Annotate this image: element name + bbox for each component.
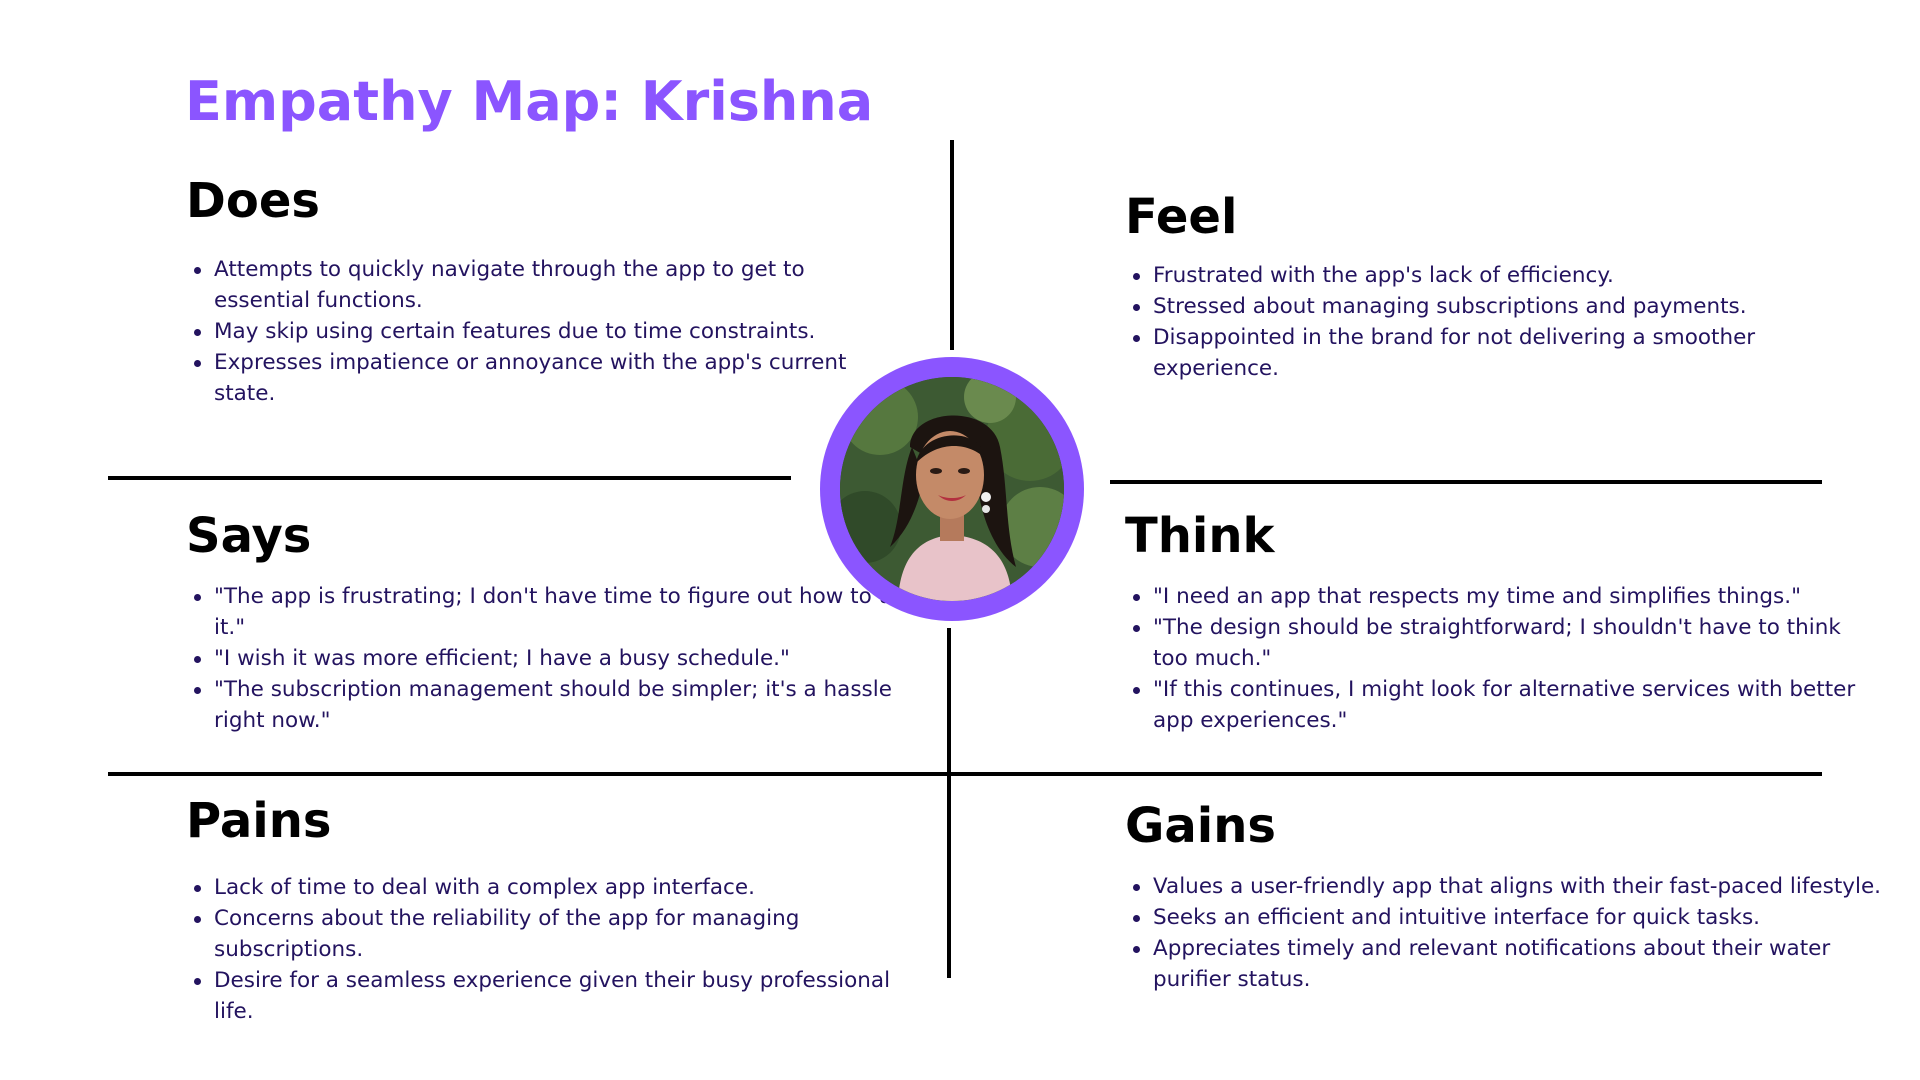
think-list: "I need an app that respects my time and…: [1125, 581, 1865, 736]
pains-item: Desire for a seamless experience given t…: [214, 965, 926, 1027]
gains-item: Appreciates timely and relevant notifica…: [1153, 933, 1885, 995]
feel-list: Frustrated with the app's lack of effici…: [1125, 260, 1865, 384]
does-heading: Does: [186, 170, 886, 232]
think-item: "I need an app that respects my time and…: [1153, 581, 1865, 612]
gains-item: Values a user-friendly app that aligns w…: [1153, 871, 1885, 902]
vertical-divider-bottom: [947, 628, 951, 978]
horizontal-divider-left: [108, 476, 791, 480]
feel-item: Stressed about managing subscriptions an…: [1153, 291, 1865, 322]
horizontal-divider-bottom: [108, 772, 1822, 776]
pains-heading: Pains: [186, 790, 926, 852]
says-item: "The subscription management should be s…: [214, 674, 926, 736]
think-item: "If this continues, I might look for alt…: [1153, 674, 1865, 736]
says-heading: Says: [186, 505, 926, 567]
gains-quadrant: Gains Values a user-friendly app that al…: [1125, 795, 1885, 995]
pains-quadrant: Pains Lack of time to deal with a comple…: [186, 790, 926, 1027]
avatar-ring: [820, 357, 1084, 621]
horizontal-divider-right: [1110, 480, 1822, 484]
think-item: "The design should be straightforward; I…: [1153, 612, 1865, 674]
page-title: Empathy Map: Krishna: [185, 66, 873, 138]
feel-item: Frustrated with the app's lack of effici…: [1153, 260, 1865, 291]
does-item: May skip using certain features due to t…: [214, 316, 886, 347]
pains-item: Concerns about the reliability of the ap…: [214, 903, 926, 965]
says-item: "The app is frustrating; I don't have ti…: [214, 581, 926, 643]
think-quadrant: Think "I need an app that respects my ti…: [1125, 505, 1865, 736]
says-quadrant: Says "The app is frustrating; I don't ha…: [186, 505, 926, 736]
pains-list: Lack of time to deal with a complex app …: [186, 872, 926, 1027]
feel-quadrant: Feel Frustrated with the app's lack of e…: [1125, 186, 1865, 384]
gains-heading: Gains: [1125, 795, 1885, 857]
does-item: Expresses impatience or annoyance with t…: [214, 347, 886, 409]
feel-item: Disappointed in the brand for not delive…: [1153, 322, 1865, 384]
vertical-divider-top: [950, 140, 954, 350]
says-item: "I wish it was more efficient; I have a …: [214, 643, 926, 674]
does-list: Attempts to quickly navigate through the…: [186, 254, 886, 409]
does-quadrant: Does Attempts to quickly navigate throug…: [186, 170, 886, 409]
says-list: "The app is frustrating; I don't have ti…: [186, 581, 926, 736]
gains-item: Seeks an efficient and intuitive interfa…: [1153, 902, 1885, 933]
feel-heading: Feel: [1125, 186, 1865, 248]
think-heading: Think: [1125, 505, 1865, 567]
gains-list: Values a user-friendly app that aligns w…: [1125, 871, 1885, 995]
portrait-image: [840, 377, 1064, 601]
pains-item: Lack of time to deal with a complex app …: [214, 872, 926, 903]
does-item: Attempts to quickly navigate through the…: [214, 254, 886, 316]
avatar: [840, 377, 1064, 601]
